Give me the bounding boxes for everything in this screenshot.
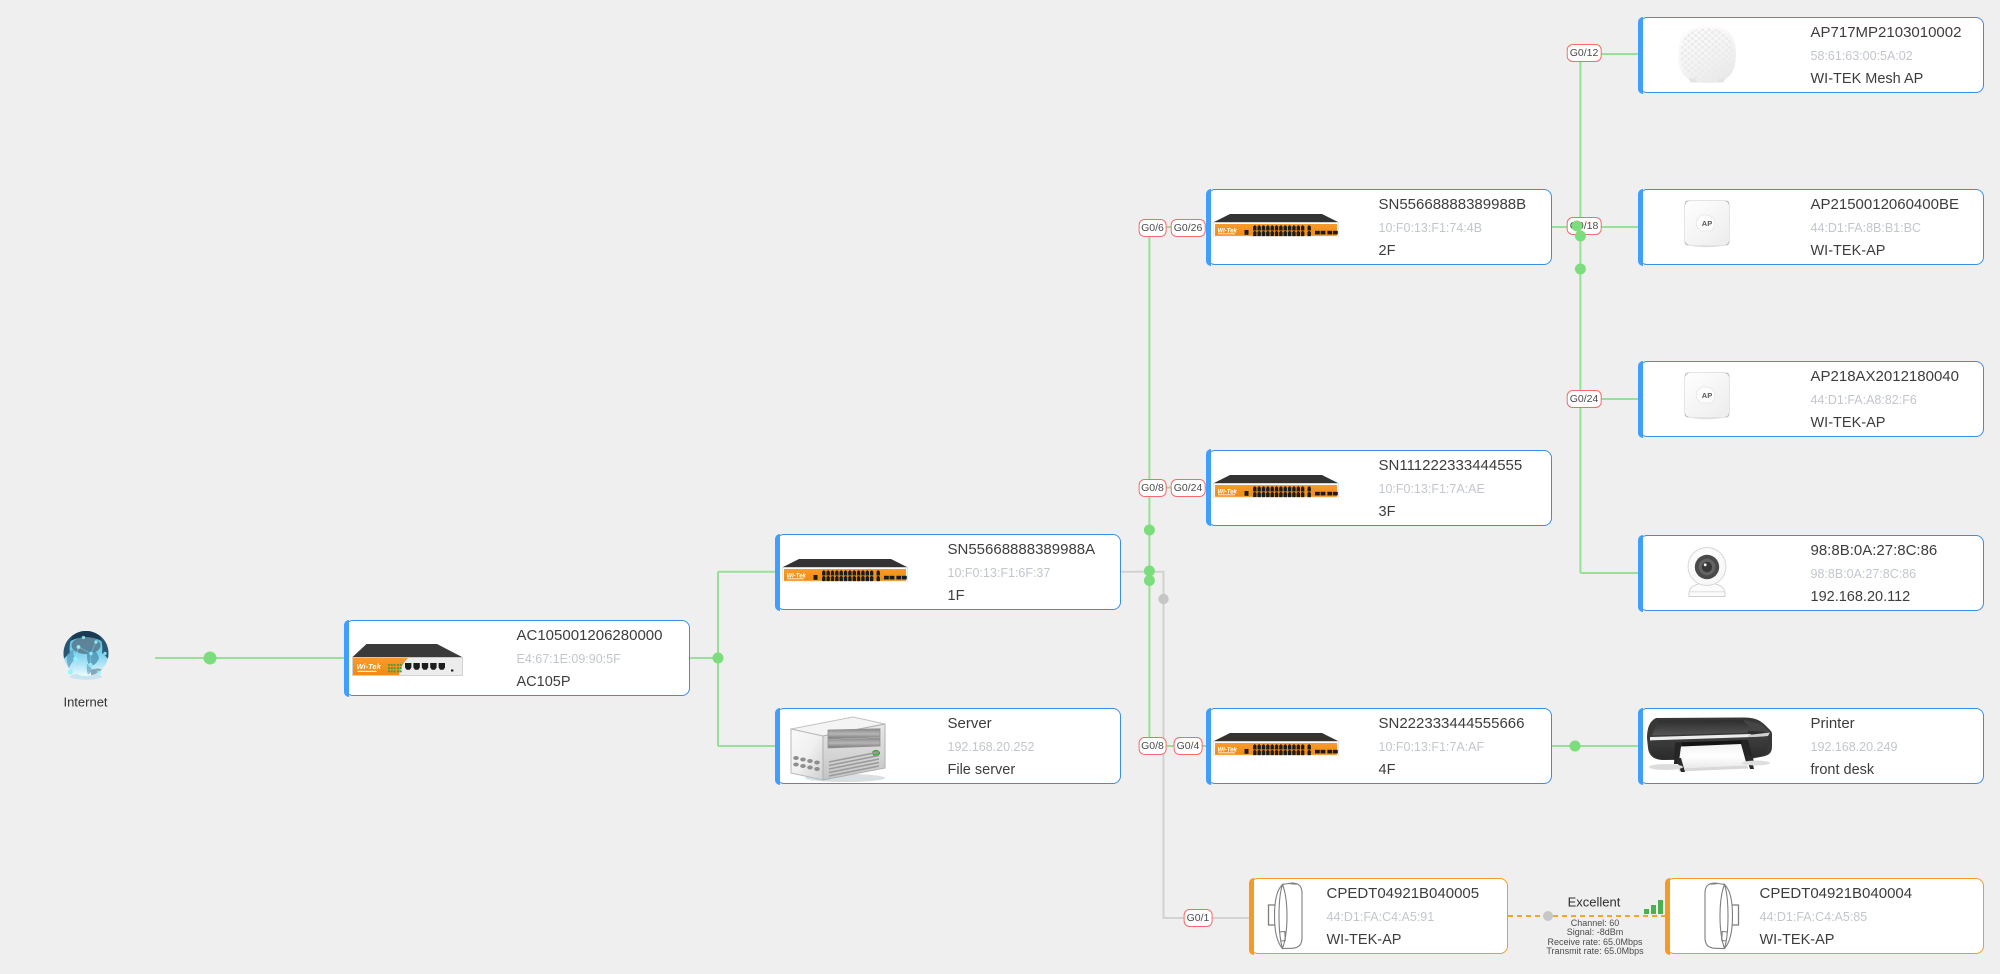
svg-text:Wi-Tek: Wi-Tek [357, 662, 382, 671]
